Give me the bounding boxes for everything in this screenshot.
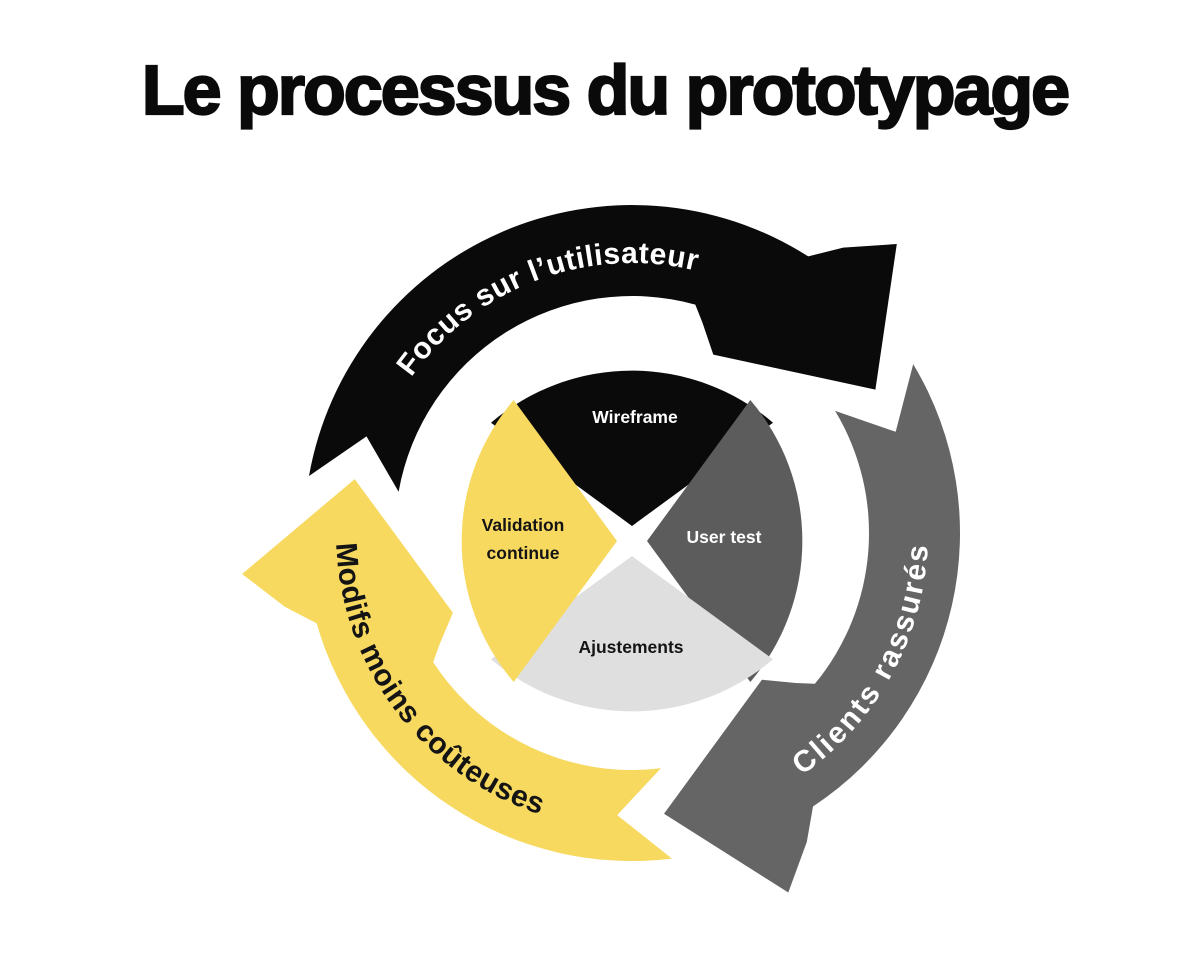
sector-user-test bbox=[647, 400, 803, 682]
focus-arrow bbox=[309, 205, 897, 492]
sector-ajustements bbox=[491, 556, 773, 712]
sector-user-test-label: User test bbox=[687, 527, 762, 547]
modifs-arrow bbox=[242, 479, 672, 862]
page-title: Le processus du prototypage bbox=[141, 50, 1071, 130]
sector-wireframe-label: Wireframe bbox=[592, 407, 678, 427]
sector-validation-continue bbox=[461, 400, 617, 682]
sector-wireframe bbox=[491, 370, 773, 526]
sector-ajustements-label: Ajustements bbox=[578, 637, 683, 657]
clients-arrow bbox=[664, 364, 961, 893]
